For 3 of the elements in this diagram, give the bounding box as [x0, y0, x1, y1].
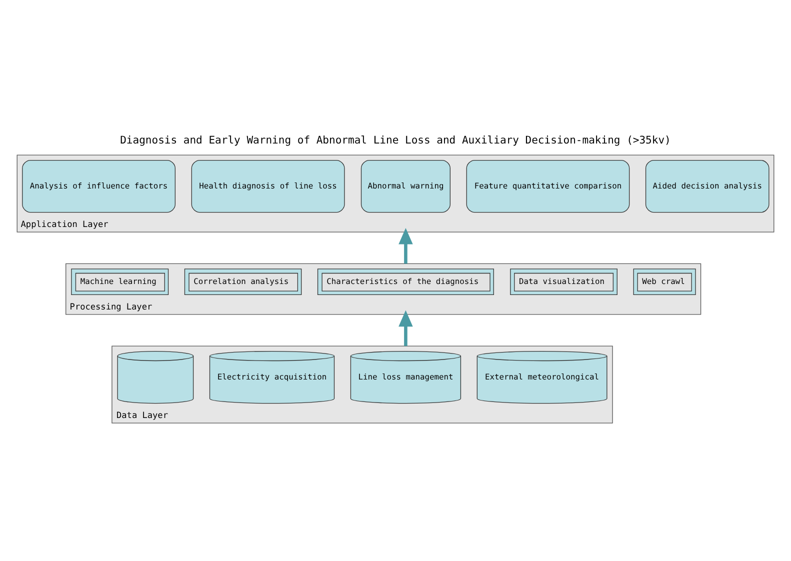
arrow — [398, 310, 413, 346]
diagram-title: Diagnosis and Early Warning of Abnormal Line Loss and Auxiliary Decision-making (>35kv) — [120, 134, 671, 147]
arrow — [398, 228, 413, 264]
